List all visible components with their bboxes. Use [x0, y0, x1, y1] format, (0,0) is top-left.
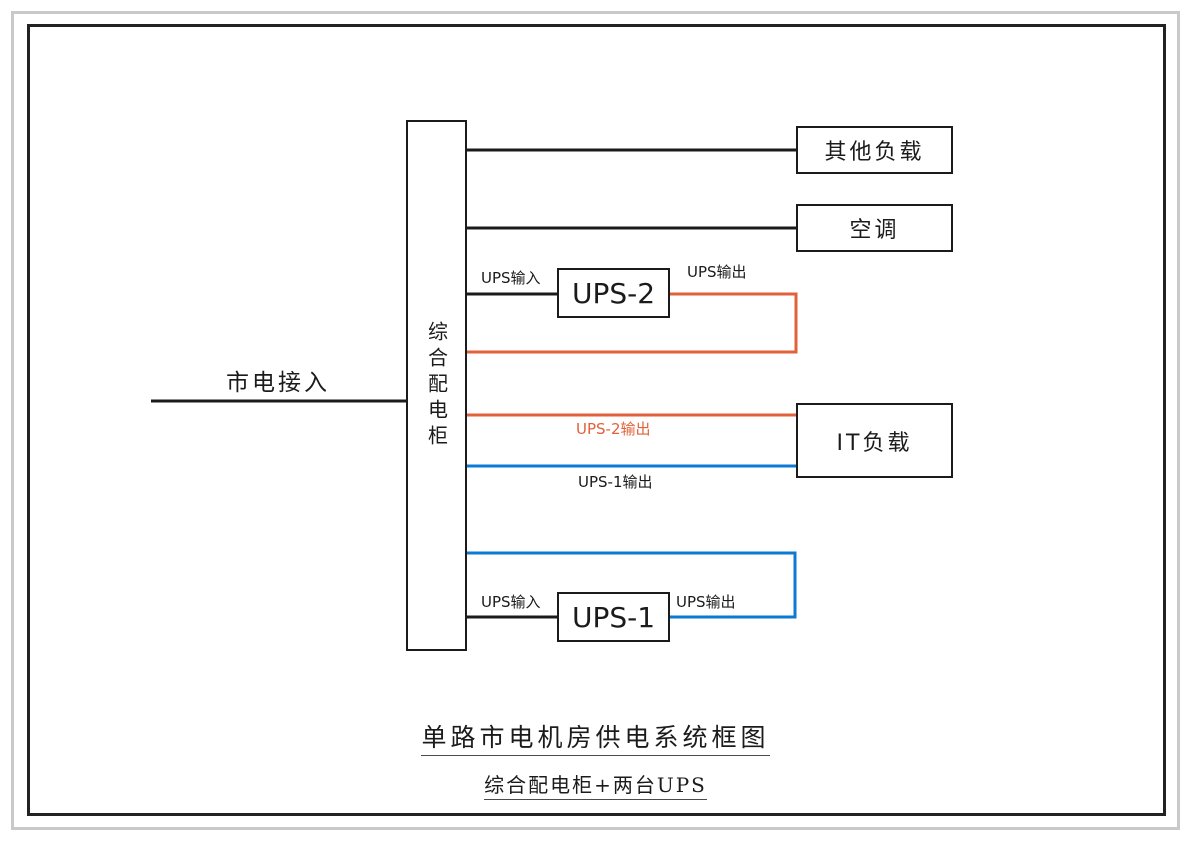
- node-ups-1-label: UPS-1: [571, 600, 656, 634]
- label-ups2-output: UPS输出: [687, 263, 747, 281]
- diagram-caption-sub: 综合配电柜+两台UPS: [484, 769, 707, 800]
- line-ups2-output-loop: [467, 292, 798, 354]
- node-ups-1[interactable]: UPS-1: [557, 592, 670, 642]
- diagram-caption-main: 单路市电机房供电系统框图: [421, 718, 770, 756]
- node-air-conditioning-label: 空调: [849, 218, 900, 243]
- diagram-caption-main-wrap: 单路市电机房供电系统框图: [0, 718, 1191, 756]
- node-ups-2[interactable]: UPS-2: [557, 268, 670, 318]
- diagram-caption: 单路市电机房供电系统框图 综合配电柜+两台UPS: [0, 718, 1191, 800]
- node-air-conditioning[interactable]: 空调: [796, 204, 953, 252]
- line-ups1-output-loop: [467, 551, 797, 619]
- node-it-load[interactable]: IT负载: [796, 403, 953, 478]
- outer-frame-border: [11, 11, 1180, 830]
- label-ups2-input: UPS输入: [481, 269, 541, 287]
- node-it-load-label: IT负载: [836, 430, 913, 456]
- diagram-caption-sub-wrap: 综合配电柜+两台UPS: [0, 769, 1191, 800]
- label-ups1-output: UPS输出: [676, 593, 736, 611]
- node-other-load-label: 其他负载: [824, 140, 925, 165]
- node-ups-2-label: UPS-2: [571, 276, 656, 310]
- node-distribution-cabinet[interactable]: 综合配电柜: [406, 120, 467, 651]
- label-mains-input: 市电接入: [226, 370, 330, 396]
- inner-frame-border: [27, 24, 1166, 816]
- label-ups2-output-feeder: UPS-2输出: [576, 420, 651, 438]
- label-ups1-output-feeder: UPS-1输出: [578, 473, 653, 491]
- label-ups1-input: UPS输入: [481, 593, 541, 611]
- node-other-load[interactable]: 其他负载: [796, 126, 953, 174]
- node-distribution-cabinet-label: 综合配电柜: [424, 320, 449, 451]
